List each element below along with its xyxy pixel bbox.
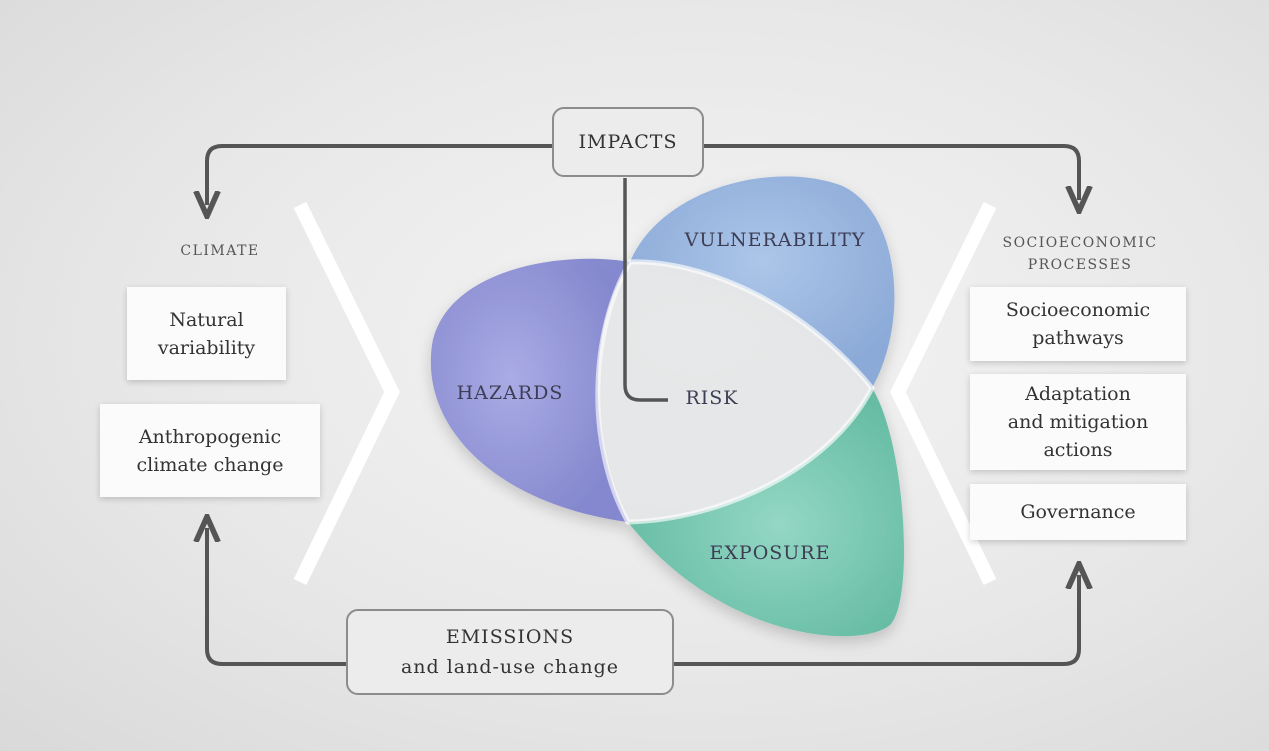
vulnerability-label: VULNERABILITY	[684, 229, 866, 251]
right-chevron	[890, 201, 997, 586]
socio-item-pathways: Socioeconomic pathways	[970, 287, 1186, 361]
exposure-petal	[628, 388, 904, 637]
hazards-label: HAZARDS	[456, 382, 564, 404]
left-chevron	[293, 201, 400, 586]
socio-item-governance: Governance	[970, 484, 1186, 540]
emissions-box: EMISSIONS and land-use change	[346, 609, 674, 695]
impacts-risk-connector	[623, 178, 668, 402]
climate-item-natural-variability: Natural variability	[127, 287, 286, 380]
climate-item-anthropogenic: Anthropogenic climate change	[100, 404, 320, 497]
hazards-petal	[430, 258, 630, 522]
impacts-left-arrow	[207, 144, 552, 205]
vulnerability-petal	[630, 176, 895, 388]
impacts-right-arrow	[704, 144, 1079, 200]
risk-label: RISK	[685, 387, 739, 409]
impacts-box: IMPACTS	[552, 107, 704, 177]
exposure-label: EXPOSURE	[709, 542, 831, 564]
climate-heading: CLIMATE	[180, 243, 260, 259]
socioeconomic-heading: SOCIOECONOMIC PROCESSES	[1002, 235, 1158, 273]
risk-center	[595, 259, 875, 525]
emissions-right-arrow	[674, 575, 1079, 666]
socio-item-adaptation: Adaptation and mitigation actions	[970, 374, 1186, 470]
emissions-left-arrow	[207, 528, 346, 666]
